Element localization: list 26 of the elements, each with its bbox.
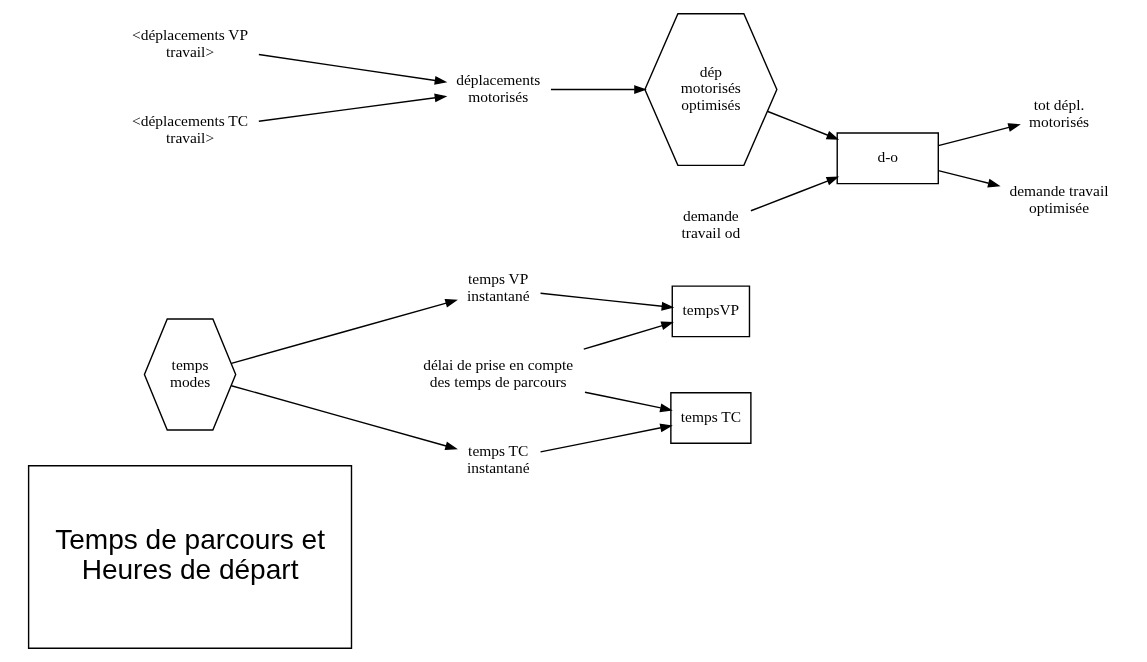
arrow [582,321,674,350]
arrow [749,176,839,212]
arrow [257,53,447,85]
node-text: demande travail od [681,207,740,242]
arrow [539,423,673,453]
node-text: <déplacements VP travail> [131,26,248,60]
node-text: tot dépl. motorisés [1028,96,1089,131]
arrow [257,93,447,122]
node-box: temps TC [669,392,752,444]
node-box: tempsVP [671,285,750,338]
node-box: Temps de parcours et Heures de départ [27,465,352,649]
arrow [937,123,1021,147]
node-box: d-o [836,132,939,185]
node-text: temps TC instantané [466,441,529,476]
arrow [230,385,458,451]
arrow [549,85,647,94]
arrow [583,391,673,413]
arrow [937,169,1001,188]
node-text: <déplacements TC travail> [131,111,248,146]
node-text: délai de prise en compte des temps de parcours [422,356,573,390]
node-text: demande travail optimisée [1009,181,1109,216]
arrow [766,110,839,140]
node-text: déplacements motorisés [455,71,540,105]
node-text: temps VP instantané [466,270,529,305]
arrow [539,292,674,311]
arrow [230,298,458,365]
